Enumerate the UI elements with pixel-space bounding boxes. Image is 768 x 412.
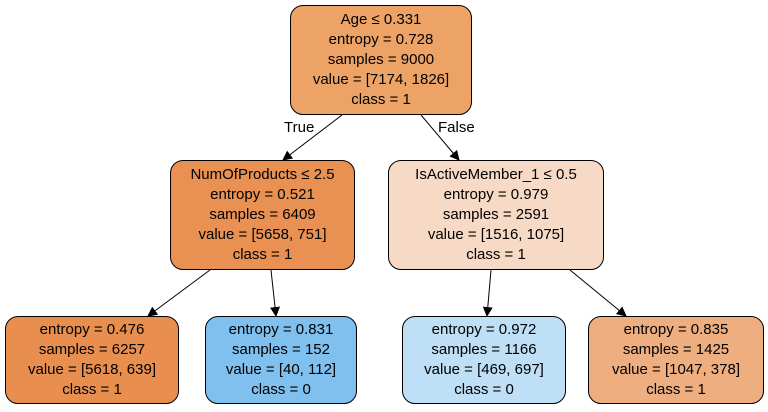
edge-root-to-right bbox=[420, 114, 460, 161]
edge-right-to-leaf-rr bbox=[569, 269, 627, 317]
node-value: value = [469, 697] bbox=[424, 361, 544, 378]
node-split: IsActiveMember_1 ≤ 0.5 bbox=[415, 166, 577, 183]
node-samples: samples = 152 bbox=[232, 341, 330, 358]
node-samples: samples = 1166 bbox=[431, 341, 537, 358]
tree-node-leaf-rr: entropy = 0.835 samples = 1425 value = [10… bbox=[588, 316, 764, 404]
node-entropy: entropy = 0.831 bbox=[228, 321, 334, 338]
node-entropy: entropy = 0.521 bbox=[210, 186, 315, 203]
node-value: value = [1516, 1075] bbox=[427, 226, 565, 243]
node-entropy: entropy = 0.979 bbox=[443, 186, 549, 203]
node-entropy: entropy = 0.972 bbox=[431, 321, 537, 338]
node-value: value = [7174, 1826] bbox=[312, 71, 450, 88]
tree-node-right: IsActiveMember_1 ≤ 0.5 entropy = 0.979 sam… bbox=[388, 160, 604, 270]
node-split: NumOfProducts ≤ 2.5 bbox=[190, 166, 335, 183]
node-value: value = [40, 112] bbox=[225, 361, 337, 378]
tree-node-leaf-rl: entropy = 0.972 samples = 1166 value = [46… bbox=[402, 316, 566, 404]
node-value: value = [5618, 639] bbox=[27, 361, 157, 378]
node-value: value = [5658, 751] bbox=[198, 226, 327, 243]
tree-node-leaf-ll: entropy = 0.476 samples = 6257 value = [56… bbox=[5, 316, 179, 404]
node-split: Age ≤ 0.331 bbox=[340, 11, 422, 28]
node-samples: samples = 1425 bbox=[622, 341, 730, 358]
node-class: class = 1 bbox=[62, 381, 122, 398]
edge-right-to-leaf-rl bbox=[482, 269, 493, 317]
node-value: value = [1047, 378] bbox=[611, 361, 741, 378]
node-entropy: entropy = 0.476 bbox=[39, 321, 145, 338]
node-class: class = 1 bbox=[646, 381, 706, 398]
node-samples: samples = 6257 bbox=[38, 341, 146, 358]
tree-node-left: NumOfProducts ≤ 2.5 entropy = 0.521 sample… bbox=[170, 160, 355, 270]
node-samples: samples = 2591 bbox=[442, 206, 550, 223]
node-class: class = 1 bbox=[232, 246, 293, 263]
edge-left-to-leaf-lr bbox=[270, 269, 280, 317]
edge-root-to-left bbox=[282, 114, 343, 161]
node-class: class = 0 bbox=[454, 381, 514, 398]
node-samples: samples = 6409 bbox=[209, 206, 316, 223]
edge-label-false: False bbox=[438, 119, 475, 136]
edge-left-to-leaf-ll bbox=[147, 269, 211, 317]
node-samples: samples = 9000 bbox=[327, 51, 435, 68]
node-class: class = 1 bbox=[466, 246, 526, 263]
edge-label-true: True bbox=[284, 119, 315, 136]
node-class: class = 0 bbox=[251, 381, 311, 398]
tree-node-root: Age ≤ 0.331 entropy = 0.728 samples = 9000… bbox=[290, 5, 472, 115]
node-class: class = 1 bbox=[351, 91, 411, 108]
node-entropy: entropy = 0.835 bbox=[623, 321, 729, 338]
node-entropy: entropy = 0.728 bbox=[328, 31, 434, 48]
tree-node-leaf-lr: entropy = 0.831 samples = 152 value = [40,… bbox=[205, 316, 357, 404]
